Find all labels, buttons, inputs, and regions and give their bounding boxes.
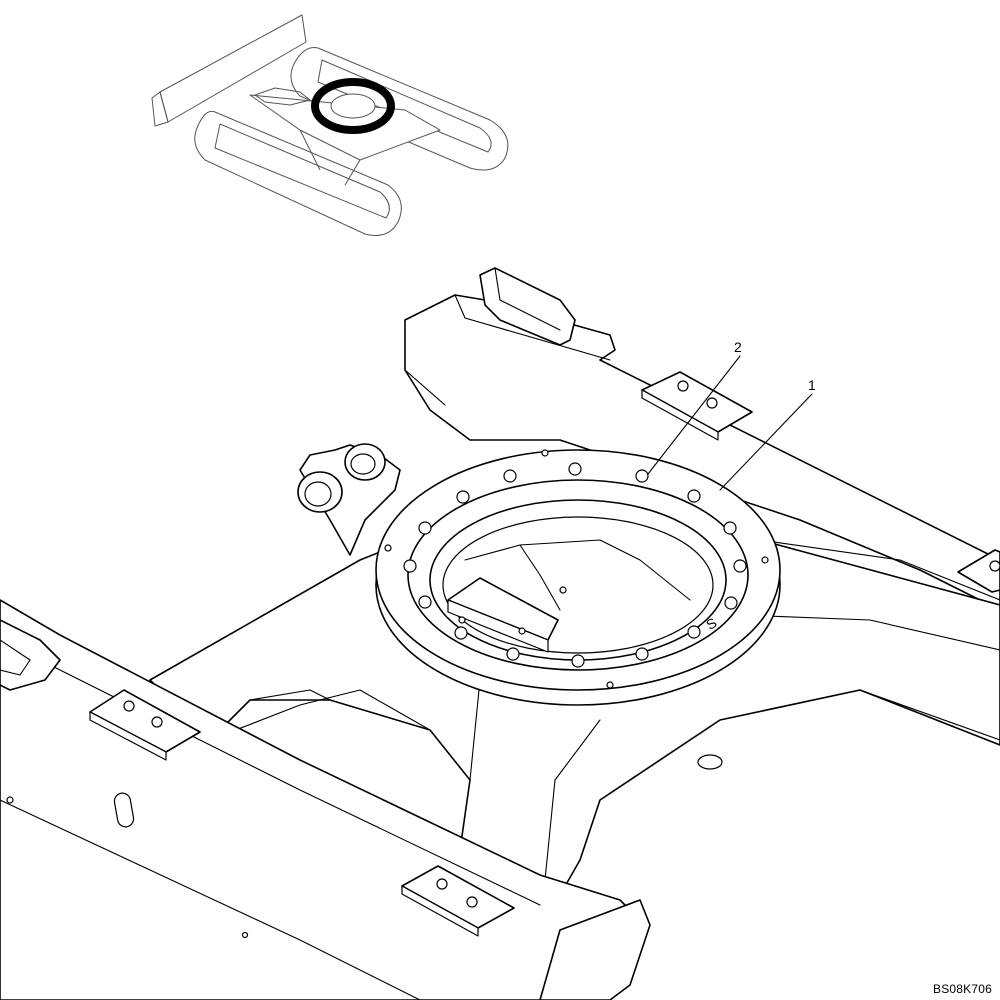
callout-2-number: 2 [734, 339, 742, 355]
mounting-pads [89, 371, 1000, 937]
callout-1: 1 [719, 377, 816, 491]
callout-1-number: 1 [808, 377, 816, 393]
callout-2: 2 [647, 339, 742, 475]
swing-bearing: S [375, 449, 781, 706]
locator-thumbnail [151, 14, 509, 236]
bearing-bolts [384, 449, 769, 689]
figure-code: BS08K706 [933, 982, 992, 996]
rear-frame-rail [404, 267, 1000, 611]
